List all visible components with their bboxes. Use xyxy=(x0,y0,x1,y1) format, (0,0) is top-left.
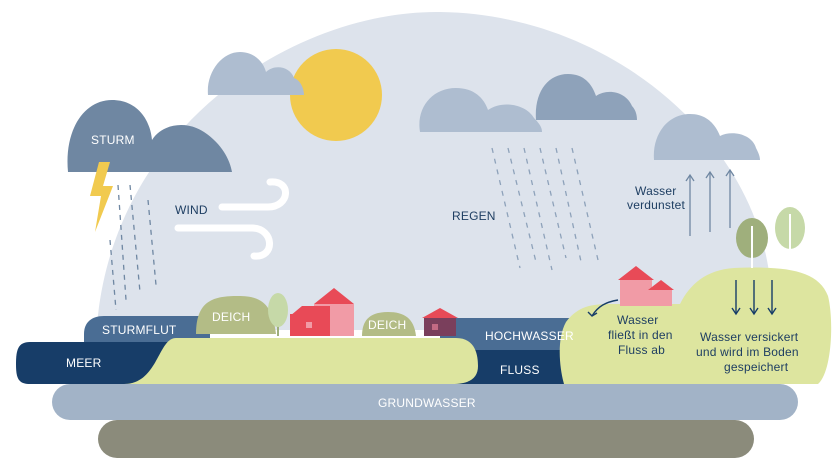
house-icon-purple xyxy=(422,308,458,336)
upland xyxy=(559,267,832,384)
dike-right-label: DEICH xyxy=(368,318,407,332)
infiltration-arrows xyxy=(731,280,777,316)
rain-lines xyxy=(491,147,599,271)
storm-surge-water xyxy=(84,316,210,344)
evaporation-label-line1: Wasser xyxy=(635,184,677,198)
storm-surge-label: STURMFLUT xyxy=(102,323,177,337)
flood-water xyxy=(440,318,588,352)
groundwater-label: GRUNDWASSER xyxy=(378,396,476,410)
lowland xyxy=(124,338,478,384)
house-icon-upland xyxy=(618,266,674,306)
cloud-icon-right xyxy=(653,114,760,160)
dike-right xyxy=(362,312,416,336)
house-icon-red xyxy=(290,306,330,336)
cloud-icon xyxy=(207,52,304,95)
storm-rain xyxy=(109,184,157,311)
infiltration-label-line1: Wasser versickert xyxy=(700,330,799,344)
storm-cloud-icon xyxy=(67,100,233,172)
storm-label: STURM xyxy=(91,133,135,147)
river-label: FLUSS xyxy=(500,363,540,377)
bedrock-layer xyxy=(98,420,754,458)
evaporation-arrows xyxy=(685,168,735,236)
rain-cloud-icon xyxy=(419,74,637,132)
flood-label: HOCHWASSER xyxy=(485,329,574,343)
wind-label: WIND xyxy=(175,203,208,217)
lightning-icon xyxy=(90,162,113,232)
dike-left xyxy=(196,296,276,334)
groundwater-layer xyxy=(52,384,798,420)
sea xyxy=(16,342,170,384)
runoff-label-line1: Wasser xyxy=(617,313,659,327)
tree-icon xyxy=(268,293,288,336)
sun-icon xyxy=(290,49,382,141)
runoff-arrow-icon xyxy=(587,299,619,317)
tree-icon-2 xyxy=(736,218,768,268)
evaporation-label-line2: verdunstet xyxy=(627,198,686,212)
dike-left-label: DEICH xyxy=(212,310,251,324)
rain-label: REGEN xyxy=(452,209,496,223)
runoff-label-line2: fließt in den xyxy=(608,328,673,342)
wind-icon xyxy=(174,178,289,260)
tree-icon-3 xyxy=(775,207,805,268)
infiltration-label-line3: gespeichert xyxy=(724,360,789,374)
runoff-label-line3: Fluss ab xyxy=(618,343,665,357)
infiltration-label-line2: und wird im Boden xyxy=(696,345,799,359)
sea-label: MEER xyxy=(66,356,102,370)
